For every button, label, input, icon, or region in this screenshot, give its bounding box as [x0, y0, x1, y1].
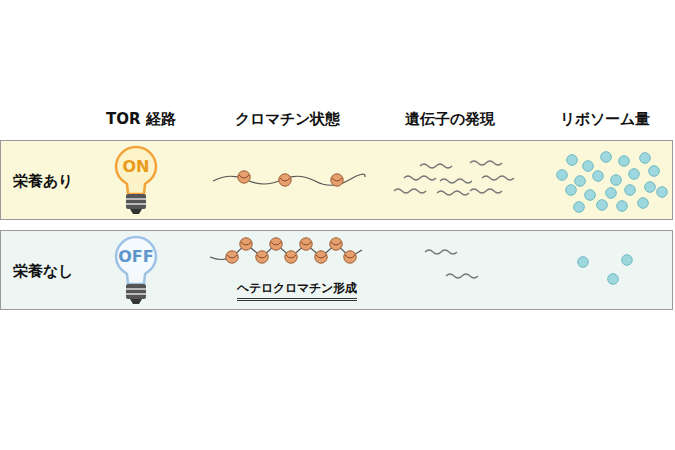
bulb-icon: OFF [111, 235, 161, 307]
bulb-icon: ON [111, 145, 161, 217]
switch-state: ON [123, 157, 150, 176]
condition-band: 栄養なし OFF [0, 230, 673, 310]
column-header: TOR 経路 [106, 110, 176, 129]
bulb-shape [111, 145, 161, 217]
column-header: リボソーム量 [560, 110, 650, 129]
column-header: 遺伝子の発現 [405, 110, 495, 129]
condition-label: 栄養あり [13, 172, 73, 191]
column-header: クロマチン状態 [235, 110, 340, 129]
condition-label: 栄養なし [13, 262, 73, 281]
switch-state: OFF [118, 247, 153, 266]
condition-band: 栄養あり ON [0, 140, 673, 220]
heterochromatin-note: ヘテロクロマチン形成 [237, 280, 357, 301]
bulb-shape [111, 235, 161, 307]
